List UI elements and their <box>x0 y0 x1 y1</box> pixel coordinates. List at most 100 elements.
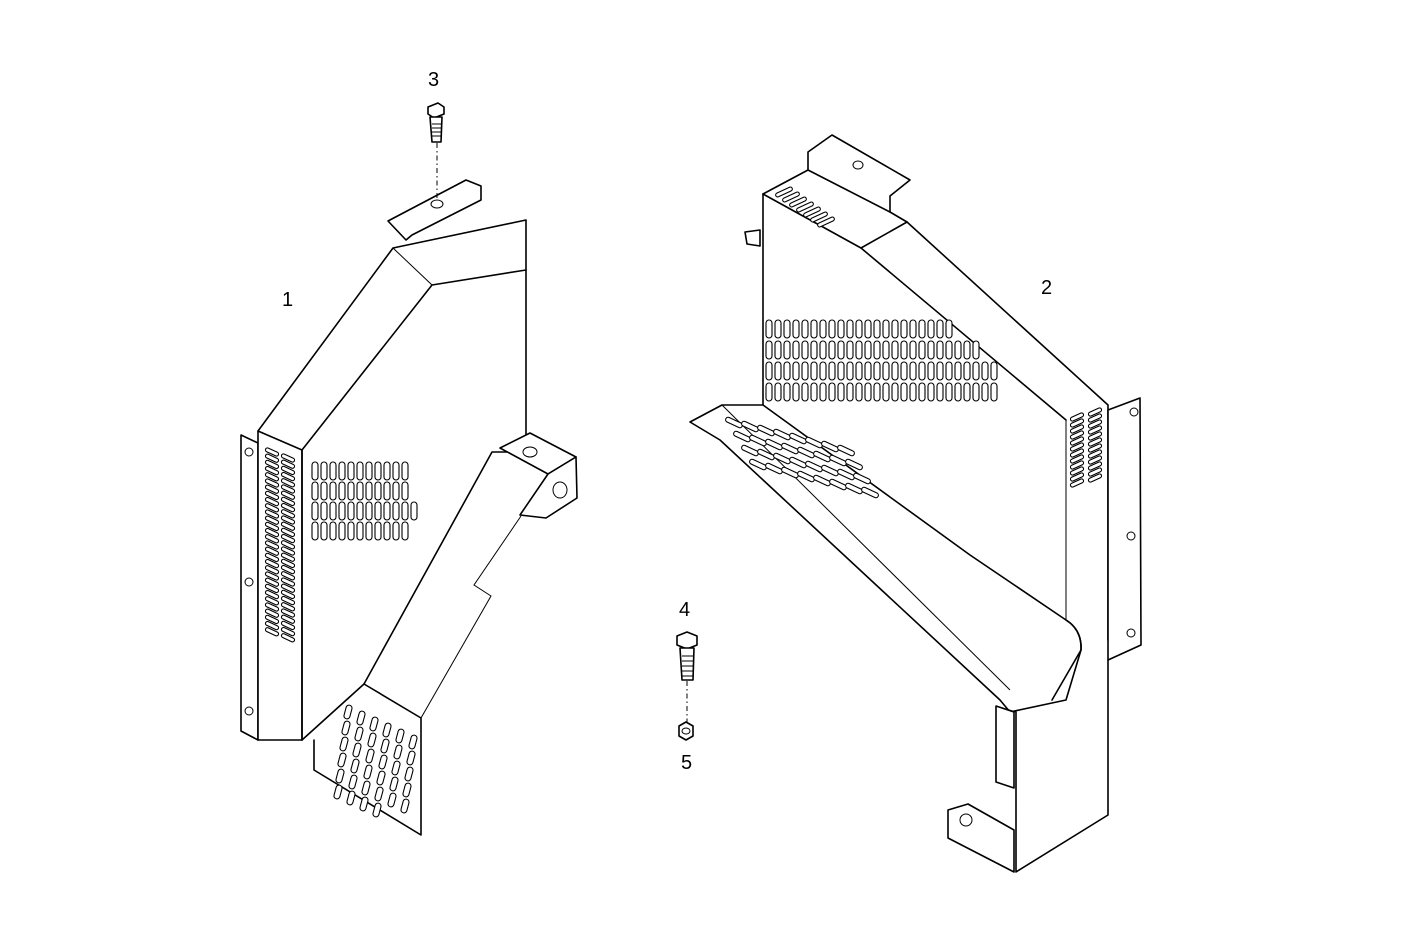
louver-slot <box>374 461 382 481</box>
louver-slot <box>280 471 296 482</box>
louver-slot <box>264 521 280 532</box>
louver-slot <box>792 340 800 360</box>
louver-slot <box>792 382 800 402</box>
louver-slot <box>356 461 364 481</box>
louver-slot <box>981 382 989 402</box>
louver-slot <box>338 521 346 541</box>
louver-slot <box>882 361 890 381</box>
louver-slot <box>365 748 375 764</box>
louver-slot <box>1087 461 1103 471</box>
louver-slot <box>320 461 328 481</box>
louver-slot <box>855 361 863 381</box>
louver-slot <box>280 614 296 624</box>
louver-slot <box>1087 437 1103 447</box>
louver-slot <box>383 461 391 481</box>
louver-slot <box>374 521 382 541</box>
callout-1: 1 <box>282 289 294 311</box>
louver-slot <box>280 583 296 593</box>
louver-slot <box>365 461 373 481</box>
louver-slot <box>990 382 998 402</box>
louver-slot <box>280 546 296 556</box>
louver-slot <box>1069 418 1085 428</box>
louver-slot <box>264 478 280 488</box>
louver-slot <box>855 319 863 339</box>
louver-slot <box>347 501 355 521</box>
louver-slot <box>927 361 935 381</box>
louver-slot <box>774 340 782 360</box>
louver-slot <box>945 382 953 402</box>
louver-slot <box>891 361 899 381</box>
louver-slot <box>945 361 953 381</box>
louver-slot <box>1069 448 1085 458</box>
louver-slot <box>774 382 782 402</box>
louver-slot <box>264 577 280 587</box>
louver-slot <box>846 361 854 381</box>
louver-slot <box>861 486 879 499</box>
louver-slot <box>264 571 280 581</box>
louver-slot <box>352 742 362 758</box>
louver-slot <box>320 481 328 501</box>
nut-5-icon <box>678 721 694 741</box>
left-shroud-panel <box>240 179 578 836</box>
louver-slot <box>1069 460 1085 470</box>
louver-slot <box>264 596 280 606</box>
louver-slot <box>280 478 296 488</box>
louver-slot <box>837 340 845 360</box>
louver-slot <box>1087 449 1103 459</box>
louver-slot <box>1087 455 1103 465</box>
louver-slot <box>837 468 855 481</box>
louver-slot <box>264 459 280 470</box>
louver-slot <box>783 382 791 402</box>
louver-slot <box>347 481 355 501</box>
louver-slot <box>280 459 296 469</box>
louver-slot <box>280 533 296 544</box>
louver-slot <box>781 466 799 479</box>
louver-slot <box>810 361 818 381</box>
louver-slot <box>954 340 962 360</box>
louver-slot <box>372 802 382 818</box>
louver-slot <box>343 704 353 720</box>
louver-slot <box>1069 436 1085 446</box>
louver-slot <box>376 770 386 786</box>
louver-slot <box>789 196 807 208</box>
louver-slot <box>280 608 296 618</box>
louver-slot <box>338 461 346 481</box>
louver-slot <box>846 382 854 402</box>
louver-slot <box>264 583 280 594</box>
louver-slot <box>873 361 881 381</box>
louver-slot <box>765 340 773 360</box>
louver-slot <box>801 361 809 381</box>
louver-slot <box>264 509 280 519</box>
louver-slot <box>782 191 800 203</box>
louver-slot <box>280 620 296 631</box>
louver-slot <box>320 501 328 521</box>
louver-slot <box>383 501 391 521</box>
louver-slot <box>383 481 391 501</box>
louver-slot <box>963 340 971 360</box>
louver-slot <box>757 424 775 437</box>
louver-slot <box>311 521 319 541</box>
louver-slot <box>391 760 401 776</box>
louver-slot <box>797 470 815 483</box>
callout-5: 5 <box>681 752 693 774</box>
louver-slot <box>792 319 800 339</box>
louver-slot <box>855 382 863 402</box>
louver-slot <box>733 430 751 443</box>
louver-slot <box>864 319 872 339</box>
louver-slot <box>801 340 809 360</box>
louver-slot <box>882 319 890 339</box>
louver-slot <box>264 534 280 544</box>
louver-slot <box>936 319 944 339</box>
louver-slot <box>873 340 881 360</box>
callout-3: 3 <box>428 69 440 91</box>
louver-slot <box>264 602 280 612</box>
louver-slot <box>873 382 881 402</box>
louver-slot <box>900 382 908 402</box>
louver-slot <box>837 319 845 339</box>
louver-slot <box>311 501 319 521</box>
louver-slot <box>280 577 296 587</box>
louver-slot <box>402 782 412 798</box>
louver-slot <box>797 446 815 459</box>
louver-slot <box>781 442 799 455</box>
